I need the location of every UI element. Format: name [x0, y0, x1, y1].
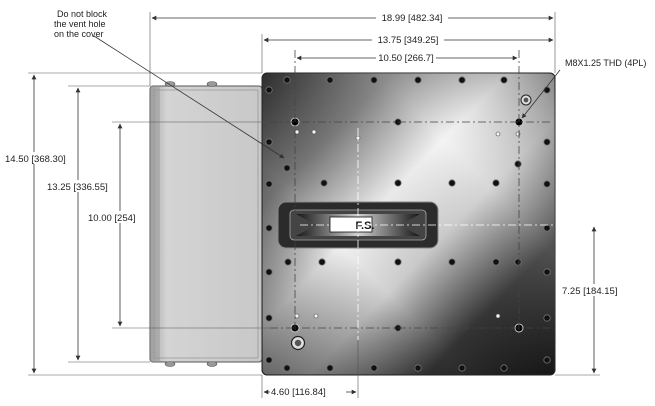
screw-hole [283, 164, 291, 172]
extension-lines [28, 12, 600, 398]
screw-hole [265, 86, 273, 94]
screw-hole [500, 76, 508, 84]
plate-height-label: 13.25 [336.55] [47, 182, 108, 193]
screw-hole [414, 76, 422, 84]
small-hole [311, 129, 317, 135]
screw-hole [458, 76, 466, 84]
screw-hole [265, 180, 273, 188]
screw-hole [265, 356, 273, 364]
vent-note-line-3: on the cover [54, 29, 104, 39]
small-hole [495, 313, 501, 319]
screw-hole [394, 258, 402, 266]
center-offset-x-label: 4.60 [116.84] [271, 387, 326, 398]
small-hole [495, 131, 501, 137]
screw-hole [320, 179, 328, 187]
screw-hole [265, 268, 273, 276]
screw-hole [283, 76, 291, 84]
logo-text: F.S. [356, 220, 375, 232]
screw-hole [514, 160, 522, 168]
screw-hole [394, 179, 402, 187]
center-lines [270, 50, 600, 340]
vent-hole [290, 94, 532, 351]
screw-hole [543, 138, 551, 146]
screw-hole [514, 258, 522, 266]
overall-height-label: 14.50 [368.30] [5, 154, 66, 165]
screw-hole [265, 314, 273, 322]
small-hole [294, 129, 300, 135]
screw-hole [283, 364, 291, 372]
leader-lines [93, 35, 561, 159]
hole-spacing-y-label: 10.00 [254] [88, 213, 136, 224]
screw-hole [414, 364, 422, 372]
screw-hole [458, 364, 466, 372]
screw-hole [265, 138, 273, 146]
screw-hole [448, 179, 456, 187]
vent-note-line-1: Do not block [57, 9, 108, 19]
vent-note: Do not block the vent hole on the cover [54, 9, 108, 39]
screw-hole [448, 258, 456, 266]
side-housing [149, 81, 263, 367]
screw-hole [492, 258, 500, 266]
overall-width-label: 18.99 [482.34] [382, 13, 443, 24]
screw-hole [543, 180, 551, 188]
logo-window: F.S. [277, 201, 439, 249]
screw-hole [265, 224, 273, 232]
screw-hole [543, 224, 551, 232]
screw-hole [284, 258, 292, 266]
screw-hole [543, 86, 551, 94]
dimension-labels: 18.99 [482.34] 13.75 [349.25] 10.50 [266… [4, 11, 622, 398]
screw-hole [543, 268, 551, 276]
screw-hole [543, 356, 551, 364]
dimension-lines [31, 15, 597, 395]
screw-hole [326, 364, 334, 372]
small-hole [313, 313, 319, 319]
small-hole [515, 131, 521, 137]
center-height-label: 7.25 [184.15] [562, 286, 617, 297]
vent-note-line-2: the vent hole [54, 19, 106, 29]
screw-hole [492, 179, 500, 187]
screw-hole [543, 314, 551, 322]
small-hole [294, 313, 300, 319]
screw-hole [318, 258, 326, 266]
hole-spacing-x-label: 10.50 [266.7] [378, 53, 433, 64]
thread-callout: M8X1.25 THD (4PL) [565, 58, 646, 68]
screw-hole [370, 364, 378, 372]
screw-hole [500, 364, 508, 372]
screw-hole [326, 76, 334, 84]
plate-width-label: 13.75 [349.25] [378, 35, 439, 46]
screw-hole [370, 76, 378, 84]
